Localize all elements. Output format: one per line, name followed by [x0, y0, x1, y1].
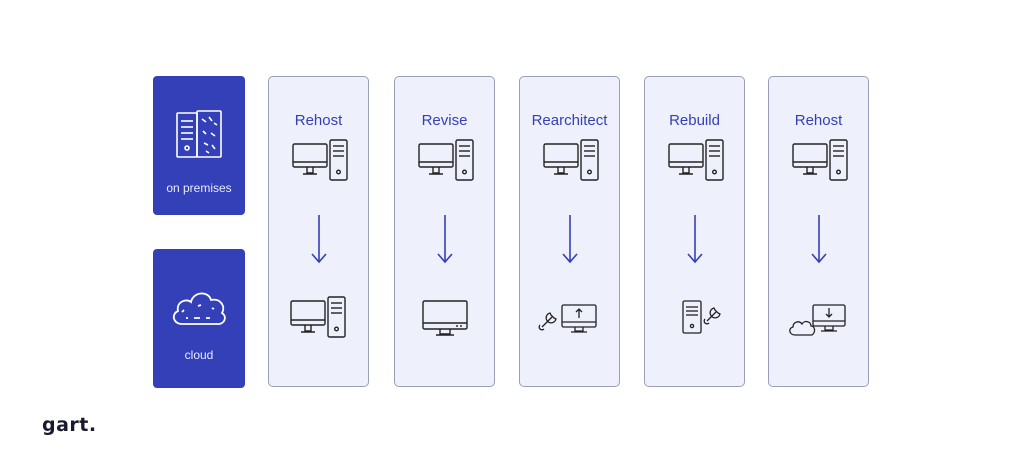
- column-title: Rehost: [794, 112, 843, 129]
- down-arrow-icon: [687, 215, 703, 264]
- on-premises-box: on premises: [153, 76, 245, 215]
- desktop-tower-icon: [543, 139, 599, 181]
- column-title: Rearchitect: [531, 112, 608, 129]
- column-title: Rebuild: [669, 112, 720, 129]
- cloud-icon: [172, 292, 226, 325]
- strategy-column-revise: Revise: [394, 76, 495, 387]
- desktop-tower-icon: [418, 139, 474, 181]
- cloud-box: cloud: [153, 249, 245, 388]
- on-premises-label: on premises: [166, 181, 232, 195]
- strategy-column-rearchitect: Rearchitect: [519, 76, 620, 387]
- brand-logo: gart.: [42, 414, 97, 436]
- column-title: Revise: [421, 112, 468, 129]
- server-wrench-icon: [682, 300, 721, 334]
- cloud-label: cloud: [184, 348, 214, 362]
- down-arrow-icon: [437, 215, 453, 264]
- desktop-tower-icon: [290, 296, 346, 338]
- monitor-icon: [422, 300, 468, 336]
- desktop-tower-icon: [668, 139, 724, 181]
- cloud-monitor-download-icon: [789, 304, 846, 336]
- strategy-column-rebuild: Rebuild: [644, 76, 745, 387]
- desktop-tower-icon: [792, 139, 848, 181]
- desktop-tower-icon: [292, 139, 348, 181]
- down-arrow-icon: [311, 215, 327, 264]
- strategy-column-rehost-2: Rehost: [768, 76, 869, 387]
- down-arrow-icon: [562, 215, 578, 264]
- server-rack-icon: [176, 110, 222, 158]
- strategy-column-rehost: Rehost: [268, 76, 369, 387]
- column-title: Rehost: [294, 112, 343, 129]
- down-arrow-icon: [811, 215, 827, 264]
- wrench-monitor-upload-icon: [538, 304, 597, 333]
